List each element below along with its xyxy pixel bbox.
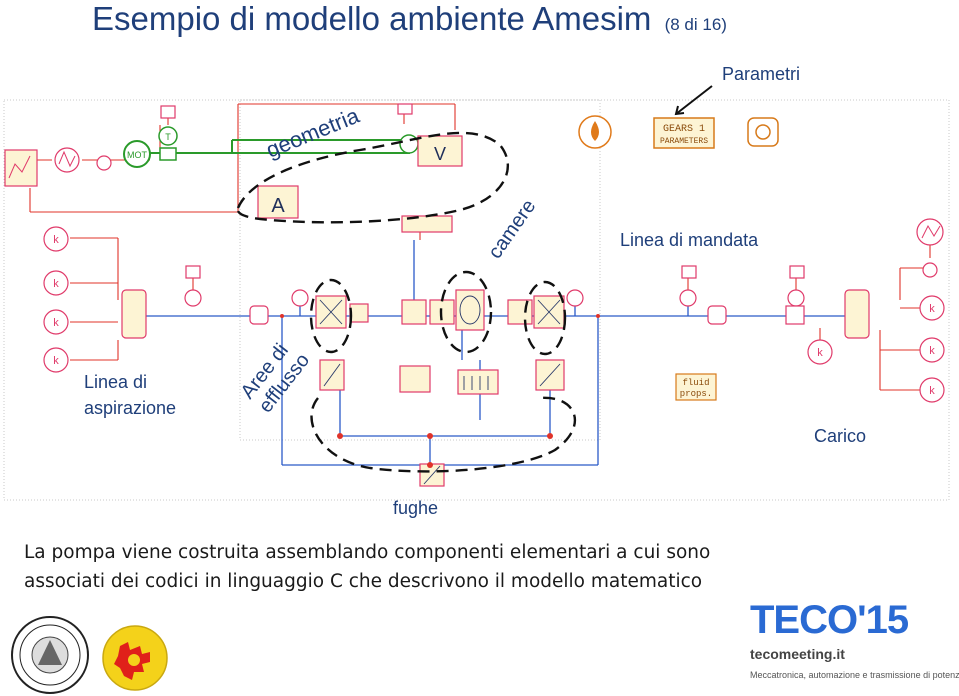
linea-aspirazione-label-2: aspirazione (84, 398, 176, 418)
k-constant-group-right: k k k k (807, 218, 945, 403)
hydraulic-lines (140, 240, 860, 466)
linea-mandata-label: Linea di mandata (620, 230, 759, 250)
hydraulic-lab-logo (102, 625, 168, 691)
gears-parameters-block: GEARS 1 PARAMETERS (653, 117, 715, 149)
geo-labels: A V (271, 144, 446, 217)
k-label: k (53, 355, 59, 367)
camere-label: camere (484, 196, 540, 263)
gear-icon (747, 117, 779, 147)
component-glyphs (319, 295, 561, 485)
body-line-1: La pompa viene costruita assemblando com… (24, 542, 711, 563)
geo-a-label: A (271, 195, 285, 217)
pump-components (257, 135, 565, 487)
body-line-2: associati dei codici in linguaggio C che… (24, 571, 703, 592)
teco-footer: TECO'15 tecomeeting.it Meccatronica, aut… (750, 598, 959, 680)
signal-lines (29, 103, 931, 391)
carico-label: Carico (814, 426, 866, 446)
fluid-props-block: fluid props. (675, 373, 717, 401)
oil-drop-icon (578, 115, 612, 149)
slide-number: (8 di 16) (664, 15, 727, 34)
svg-text:T: T (165, 132, 171, 142)
plot-block (4, 147, 112, 187)
k-label: k (929, 385, 935, 397)
inlet-sensor-column (121, 289, 870, 339)
teco-tagline: Meccatronica, automazione e trasmissione… (750, 670, 959, 680)
fughe-label: fughe (393, 498, 438, 518)
fluid-props-line1: fluid (682, 378, 709, 388)
fluid-props-line2: props. (680, 389, 712, 399)
teco-url: tecomeeting.it (750, 646, 845, 662)
gears-param-line2: PARAMETERS (660, 137, 708, 146)
linea-aspirazione-label-1: Linea di (84, 372, 147, 392)
annotation-ellipses (236, 131, 576, 473)
k-label: k (53, 278, 59, 290)
junction-markers (280, 314, 600, 468)
parametri-label: Parametri (722, 64, 800, 84)
motor-block: MOT T (123, 126, 419, 168)
teco-logo: TECO'15 (750, 598, 909, 642)
k-label: k (929, 345, 935, 357)
slide-title-text: Esempio di modello ambiente Amesim (92, 0, 652, 37)
k-label: k (53, 317, 59, 329)
slide-title: Esempio di modello ambiente Amesim (8 di… (92, 0, 727, 38)
k-label: k (929, 303, 935, 315)
gears-param-line1: GEARS 1 (663, 124, 705, 135)
parametri-arrow (674, 85, 713, 116)
k-constant-group-left: k k k k (43, 226, 69, 373)
polito-seal-logo (11, 616, 89, 694)
svg-text:MOT: MOT (127, 150, 147, 160)
body-text: La pompa viene costruita assemblando com… (24, 538, 710, 596)
sensor-blocks (160, 103, 805, 325)
geo-v-label: V (434, 144, 446, 164)
k-label: k (817, 347, 823, 359)
k-label: k (53, 234, 59, 246)
frame-dotted (3, 99, 950, 501)
